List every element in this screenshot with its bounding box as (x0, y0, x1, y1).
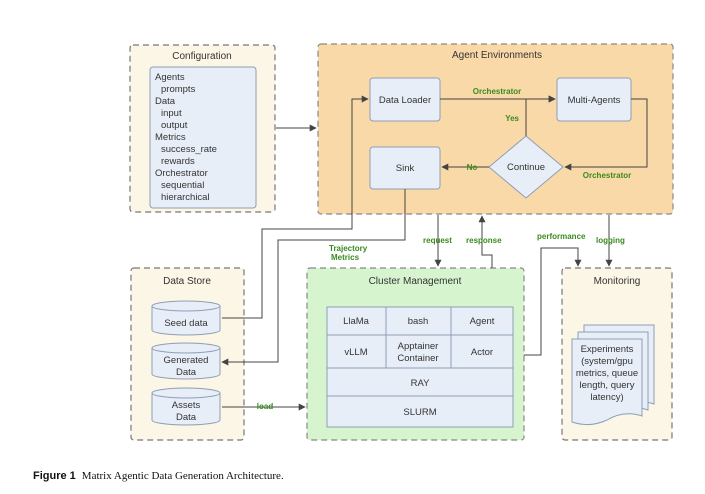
apptainer-label-1: Apptainer (398, 341, 439, 352)
experiments-line: latency) (590, 392, 623, 403)
bash-cell (385, 306, 452, 336)
monitoring-title: Monitoring (594, 276, 641, 287)
multi-agents-label: Multi-Agents (568, 95, 621, 106)
ray-cell (326, 367, 514, 397)
apptainer-cell (385, 334, 452, 369)
edge-label-orchestrator-top: Orchestrator (473, 87, 521, 96)
config-item: Metrics (155, 132, 186, 143)
actor-label: Actor (471, 347, 493, 358)
sink-label: Sink (396, 163, 415, 174)
experiments-line: Experiments (581, 344, 634, 355)
experiments-line: (system/gpu (581, 356, 633, 367)
experiments-line: metrics, queue (576, 368, 638, 379)
continue-decision (488, 135, 564, 199)
slurm-label: SLURM (403, 407, 436, 418)
config-item: sequential (161, 180, 204, 191)
seed-data-label: Seed data (164, 318, 208, 329)
edge-label-yes: Yes (505, 114, 519, 123)
config-item: rewards (161, 156, 195, 167)
configuration-title: Configuration (172, 51, 231, 62)
edge-response (478, 215, 493, 268)
edge-label-request: request (423, 236, 452, 245)
llama-label: LlaMa (343, 316, 370, 327)
slurm-cell (326, 395, 514, 428)
figure-caption: Figure 1 Matrix Agentic Data Generation A… (33, 470, 284, 482)
config-item: success_rate (161, 144, 217, 155)
agent-label: Agent (470, 316, 495, 327)
config-item: prompts (161, 84, 196, 95)
seed-data-cylinder: Seed data (151, 300, 221, 336)
config-item: hierarchical (161, 192, 210, 203)
caption-label: Figure 1 (33, 470, 76, 482)
agent-cell (450, 306, 514, 336)
configuration-list (149, 66, 257, 209)
vllm-label: vLLM (344, 347, 367, 358)
llama-cell (326, 306, 387, 336)
edge-label-no: No (467, 163, 478, 172)
assets-data-label-1: Assets (172, 400, 201, 411)
edge-label-logging: logging (596, 236, 625, 245)
edge-label-orchestrator-bottom: Orchestrator (583, 171, 631, 180)
generated-data-label-1: Generated (164, 355, 209, 366)
assets-data-cylinder: Assets Data (151, 387, 221, 426)
caption-text: Matrix Agentic Data Generation Architect… (81, 470, 284, 482)
edge-label-metrics: Metrics (331, 253, 360, 262)
assets-data-label-2: Data (176, 412, 197, 423)
config-item: Agents (155, 72, 185, 83)
config-item: Orchestrator (155, 168, 208, 179)
experiments-line: length, query (580, 380, 635, 391)
edge-performance (524, 247, 582, 356)
edge-label-load: load (257, 402, 274, 411)
agent-environments-title: Agent Environments (452, 50, 542, 61)
bash-label: bash (408, 316, 429, 327)
configuration-items: Agents prompts Data input output Metrics… (155, 72, 217, 203)
continue-label: Continue (507, 162, 545, 173)
data-store-title: Data Store (163, 276, 211, 287)
edge-label-trajectory: Trajectory (329, 244, 368, 253)
cluster-management-title: Cluster Management (369, 276, 462, 287)
generated-data-cylinder: Generated Data (151, 342, 221, 380)
generated-data-label-2: Data (176, 367, 197, 378)
edge-label-performance: performance (537, 232, 586, 241)
edge-continue-yes (525, 95, 556, 136)
config-item: input (161, 108, 182, 119)
edge-seed-to-loader (222, 95, 369, 319)
apptainer-label-2: Container (397, 353, 438, 364)
experiments-document-stack: Experiments (system/gpu metrics, queue l… (571, 324, 655, 426)
config-item: Data (155, 96, 176, 107)
ray-label: RAY (411, 378, 430, 389)
data-loader-label: Data Loader (379, 95, 431, 106)
edge-label-response: response (466, 236, 502, 245)
actor-cell (450, 334, 514, 369)
edge-sink-to-generated (221, 189, 406, 366)
config-item: output (161, 120, 188, 131)
edge-agents-to-continue (564, 98, 648, 171)
